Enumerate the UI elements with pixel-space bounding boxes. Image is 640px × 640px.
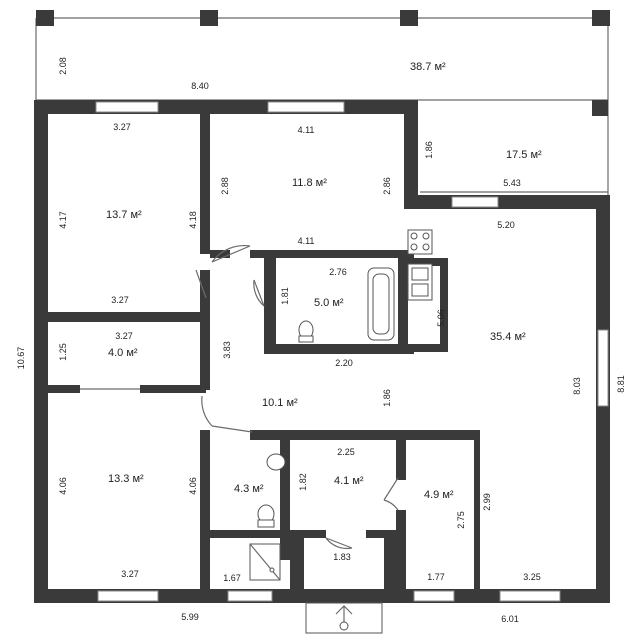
dim-r49-177: 1.77: [427, 572, 445, 582]
dim-m-288: 2.88: [220, 177, 230, 195]
area-room-top-mid: 11.8 м²: [292, 177, 327, 189]
dim-h-186: 1.86: [382, 389, 392, 407]
dim-h-383: 3.83: [222, 341, 232, 359]
area-storage: 4.0 м²: [108, 347, 138, 359]
dim-r49-299: 2.99: [482, 493, 492, 511]
dim-bath-181: 1.81: [280, 287, 290, 305]
dim-r49-275: 2.75: [456, 511, 466, 529]
windows: [95, 101, 609, 602]
area-wc: 4.3 м²: [234, 483, 264, 495]
interior-walls: [48, 114, 480, 603]
area-bathroom: 5.0 м²: [314, 297, 344, 309]
area-living: 35.4 м²: [490, 331, 526, 343]
dim-b1-417: 4.17: [58, 211, 68, 229]
dim-st-125: 1.25: [58, 343, 68, 361]
area-room-49: 4.9 м²: [424, 489, 454, 501]
area-bedroom-2: 13.3 м²: [108, 473, 144, 485]
dim-p-183: 1.83: [333, 552, 351, 562]
area-room-41: 4.1 м²: [334, 475, 364, 487]
dim-m-411-bot: 4.11: [298, 236, 315, 246]
dim-b2-327: 3.27: [121, 569, 139, 579]
dim-b2-406-left: 4.06: [58, 477, 68, 495]
dim-b1-327-top: 3.27: [113, 122, 131, 132]
area-terrace-small: 17.5 м²: [506, 149, 542, 161]
dim-208: 2.08: [58, 57, 68, 75]
dim-m-286: 2.86: [382, 177, 392, 195]
dim-total-601: 6.01: [501, 614, 519, 624]
dim-520: 5.20: [497, 220, 515, 230]
dim-b1-418: 4.18: [188, 211, 198, 229]
room-areas: 38.7 м² 17.5 м² 13.7 м² 11.8 м² 5.0 м² 4…: [106, 61, 542, 501]
fixtures: [249, 229, 433, 581]
dim-bath-276: 2.76: [329, 267, 347, 277]
dim-bath-506: 5.06: [436, 309, 446, 327]
door-swings: [80, 245, 399, 550]
dim-840: 8.40: [191, 81, 209, 91]
dim-lv-881: 8.81: [616, 375, 626, 393]
dim-lv-325: 3.25: [523, 572, 541, 582]
entrance-step: [305, 602, 383, 634]
dim-bath-220: 2.20: [335, 358, 353, 368]
area-bedroom-1: 13.7 м²: [106, 209, 142, 221]
dim-p-167: 1.67: [223, 573, 241, 583]
terrace-pillars: [36, 10, 610, 116]
area-terrace-big: 38.7 м²: [410, 61, 446, 73]
dim-total-599: 5.99: [181, 612, 199, 622]
dimensions: 2.08 8.40 1.86 5.43 5.20 3.27 4.17 4.18 …: [16, 57, 626, 624]
dim-543: 5.43: [503, 178, 521, 188]
dim-m-411-top: 4.11: [298, 125, 315, 135]
area-hall: 10.1 м²: [262, 397, 298, 409]
dim-r41-182: 1.82: [298, 473, 308, 491]
dim-186-terrace: 1.86: [424, 141, 434, 159]
dim-b2-406-right: 4.06: [188, 477, 198, 495]
dim-b1-327-bot: 3.27: [111, 295, 129, 305]
dim-lv-803: 8.03: [572, 377, 582, 395]
dim-r41-225: 2.25: [337, 447, 355, 457]
dim-st-327: 3.27: [115, 331, 133, 341]
dim-total-1067: 10.67: [16, 347, 26, 370]
